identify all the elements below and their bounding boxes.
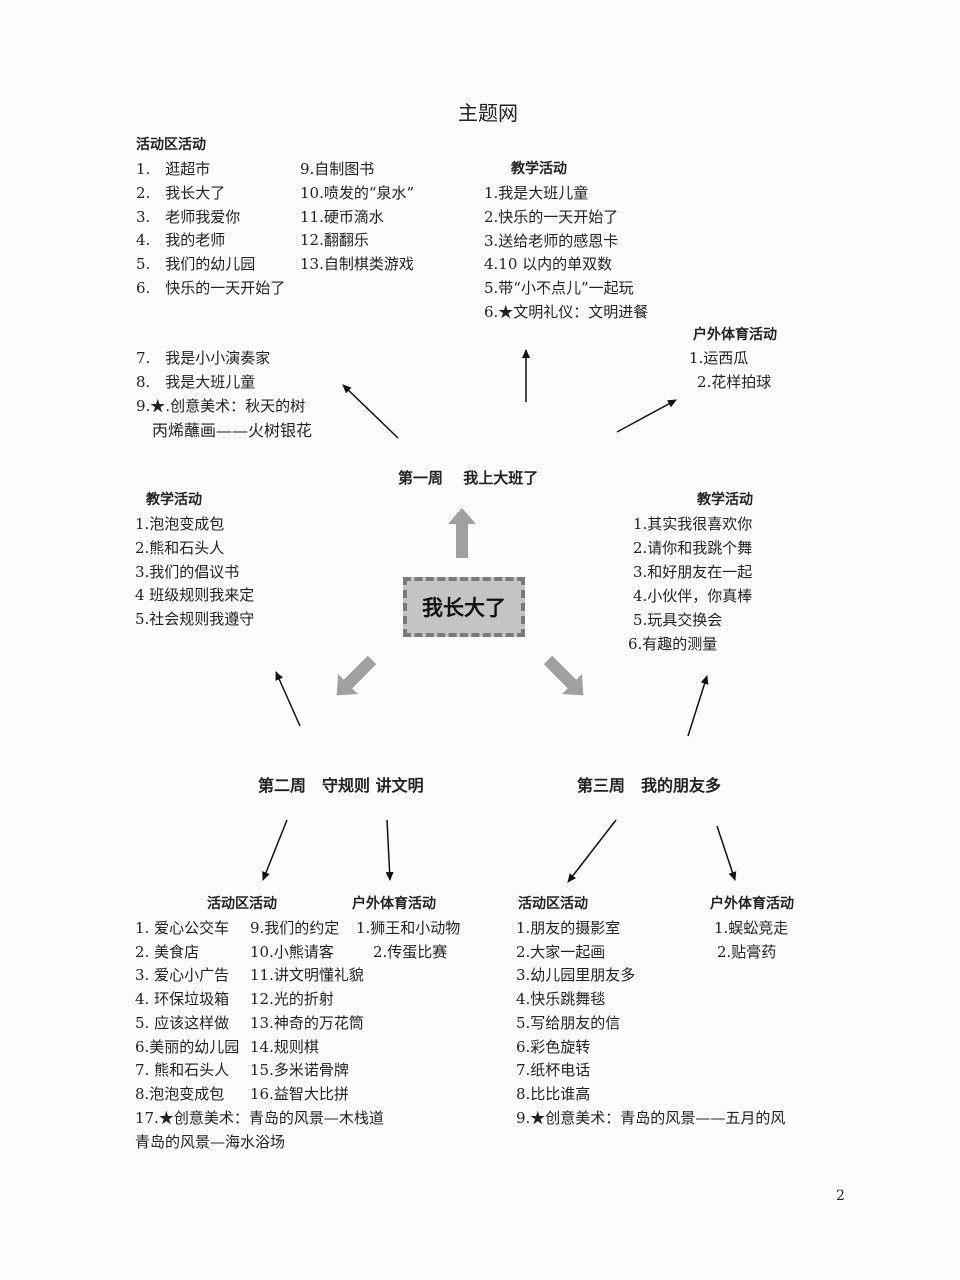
week2-outdoor-item: 2.传蛋比赛 [373,943,448,961]
week2-teaching-item: 4 班级规则我来定 [135,586,255,605]
week1-area-heading: 活动区活动 [136,137,206,153]
week3-label: 第三周 我的朋友多 [577,776,722,795]
block-arrow-icon [336,655,377,696]
week3-teaching-item: 2.请你和我跳个舞 [633,539,753,557]
week2-area-extra: 17.★创意美术：青岛的风景—木栈道 [135,1109,384,1127]
week2-area-item: 2. 美食店 [135,942,200,961]
week1-teaching-item: 4.10 以内的单双数 [484,255,613,274]
week3-area-heading: 活动区活动 [518,896,588,912]
week3-teaching-item: 4.小伙伴，你真棒 [633,587,753,605]
week3-teaching-heading: 教学活动 [697,492,753,508]
week1-area-item: 4. 我的老师 [136,231,226,250]
week3-area-item: 9.★创意美术：青岛的风景——五月的风 [516,1108,786,1127]
week1-area-item: 2. 我长大了 [136,183,226,202]
week3-outdoor-item: 2.贴膏药 [717,943,777,961]
week2-area-heading: 活动区活动 [207,896,277,912]
page-number: 2 [836,1188,845,1204]
week3-teaching-item: 1.其实我很喜欢你 [633,515,753,533]
week3-teaching-item: 6.有趣的测量 [628,635,718,653]
week1-label: 第一周 我上大班了 [398,469,539,487]
week2-area-extra: 青岛的风景—海水浴场 [135,1133,286,1151]
week3-area-item: 3.幼儿园里朋友多 [516,966,636,985]
page-title: 主题网 [458,101,518,125]
week2-teaching-item: 3.我们的倡议书 [135,562,240,581]
week2-area-item: 8.泡泡变成包 [135,1084,225,1103]
week3-area-item: 7.纸杯电话 [516,1061,591,1080]
week2-area-item: 16.益智大比拼 [250,1084,349,1103]
week2-area-item: 3. 爱心小广告 [135,966,230,985]
week3-outdoor-item: 1.蜈蚣竞走 [714,919,789,937]
week1-area-item: 5. 我们的幼儿园 [136,255,256,274]
week2-area-item: 10.小熊请客 [250,942,334,961]
week3-outdoor-heading: 户外体育活动 [710,896,794,912]
week1-outdoor-heading: 户外体育活动 [693,327,777,343]
week3-area-item: 6.彩色旋转 [516,1037,591,1056]
week1-teaching-heading: 教学活动 [511,161,567,177]
week2-outdoor-heading: 户外体育活动 [352,896,436,912]
week1-teaching-item: 5.带“小不点儿”一起玩 [484,279,634,298]
week2-outdoor-item: 1.狮王和小动物 [356,919,461,937]
week1-outdoor-item: 1.运西瓜 [689,349,749,367]
week1-teaching-item: 6.★文明礼仪：文明进餐 [484,303,649,321]
week1-area-item: 10.喷发的“泉水” [300,183,415,202]
connector-arrow [716,825,737,881]
week2-teaching-item: 2.熊和石头人 [135,538,225,557]
week3-area-item: 1.朋友的摄影室 [516,919,621,937]
connector-arrow [342,384,399,439]
week1-area-extra: 丙烯蘸画——火树银花 [152,421,313,440]
connector-arrow [616,399,677,433]
connector-arrow [567,819,617,883]
week2-area-item: 14.规则棋 [250,1037,319,1056]
week1-teaching-item: 2.快乐的一天开始了 [484,207,619,226]
week3-area-item: 2.大家一起画 [516,942,606,961]
week2-teaching-item: 1.泡泡变成包 [135,515,225,533]
week2-teaching-heading: 教学活动 [146,492,202,508]
week2-area-item: 12.光的折射 [250,990,334,1009]
week1-area-item: 8. 我是大班儿童 [136,373,256,392]
week1-teaching-item: 3.送给老师的感恩卡 [484,231,619,250]
week2-area-item: 11.讲文明懂礼貌 [250,966,364,985]
week1-outdoor-item: 2.花样拍球 [697,373,772,391]
block-arrow-icon [448,508,476,558]
week2-area-item: 13.神奇的万花筒 [250,1013,364,1032]
week2-area-item: 4. 环保垃圾箱 [135,990,230,1009]
week2-area-item: 15.多米诺骨牌 [250,1061,349,1080]
center-theme-box: 我长大了 [403,577,525,637]
week3-area-item: 5.写给朋友的信 [516,1013,621,1032]
week3-teaching-item: 3.和好朋友在一起 [633,563,753,581]
week1-area-item: 11.硬币滴水 [300,207,384,226]
block-arrow-icon [543,655,584,696]
week1-area-item: 9.自制图书 [300,160,375,178]
week2-label: 第二周 守规则 讲文明 [258,776,424,795]
week2-area-item: 1. 爱心公交车 [135,919,230,937]
connector-arrow [275,671,301,727]
week3-teaching-item: 5.玩具交换会 [633,611,723,629]
connector-arrow [687,675,709,737]
week2-area-item: 5. 应该这样做 [135,1013,230,1032]
week1-area-item: 6. 快乐的一天开始了 [136,279,286,297]
week1-area-item: 9.★.创意美术：秋天的树 [136,397,306,416]
week3-area-item: 4.快乐跳舞毯 [516,990,606,1009]
week1-area-item: 12.翻翻乐 [300,231,369,250]
week2-teaching-item: 5.社会规则我遵守 [135,610,255,629]
week1-area-item: 7. 我是小小演奏家 [136,349,271,367]
week2-area-item: 6.美丽的幼儿园 [135,1037,240,1056]
week3-area-item: 8.比比谁高 [516,1084,591,1103]
connector-arrow [262,819,288,881]
week1-area-item: 3. 老师我爱你 [136,207,241,226]
week1-teaching-item: 1.我是大班儿童 [484,184,589,202]
connector-arrow [385,819,394,881]
week1-area-item: 1. 逛超市 [136,160,211,178]
week2-area-item: 7. 熊和石头人 [135,1061,230,1080]
week1-area-item: 13.自制棋类游戏 [300,255,414,274]
week2-area-item: 9.我们的约定 [250,919,340,937]
